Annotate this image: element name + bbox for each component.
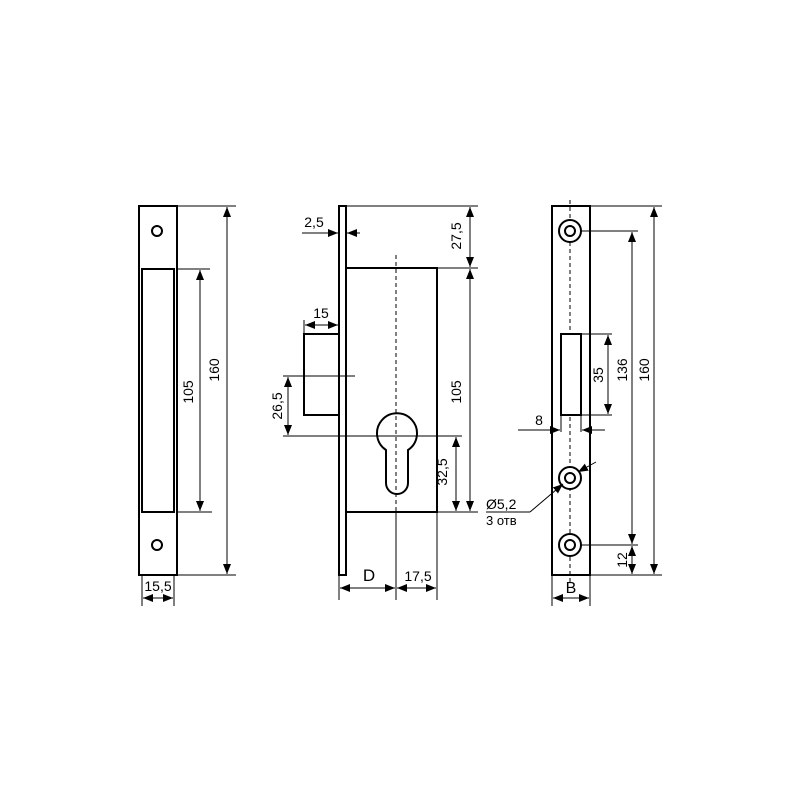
label-17-5: 17,5 — [404, 568, 431, 584]
label-160: 160 — [636, 358, 652, 382]
label-8: 8 — [535, 412, 543, 428]
label-backset-d: D — [363, 566, 375, 585]
screw-hole — [558, 533, 582, 557]
screw-hole — [558, 466, 582, 490]
cylinder-hole — [376, 412, 418, 495]
label-160: 160 — [206, 358, 222, 382]
label-35: 35 — [590, 367, 606, 383]
mounting-hole — [151, 539, 163, 551]
label-15: 15 — [313, 305, 329, 321]
label-136: 136 — [614, 358, 630, 382]
bolt-slot — [560, 333, 582, 416]
mounting-hole — [151, 225, 163, 237]
label-12: 12 — [614, 552, 630, 568]
strike-opening — [141, 268, 175, 513]
label-32-5: 32,5 — [434, 458, 450, 485]
label-105: 105 — [180, 380, 196, 404]
label-width-b: B — [566, 580, 577, 597]
label-15-5: 15,5 — [144, 578, 171, 594]
faceplate — [338, 205, 347, 576]
label-hole-diameter: Ø5,2 — [486, 496, 517, 512]
faceplate-front-view: 35 136 160 12 8 Ø5,2 3 отв B — [486, 200, 662, 606]
lock-body-view: 27,5 105 32,5 2,5 15 26,5 D 17,5 — [269, 205, 478, 600]
label-hole-count: 3 отв — [486, 513, 517, 528]
deadbolt — [303, 333, 340, 416]
label-27-5: 27,5 — [448, 222, 464, 249]
label-26-5: 26,5 — [269, 392, 285, 419]
label-105: 105 — [448, 380, 464, 404]
label-2-5: 2,5 — [304, 214, 324, 230]
screw-hole — [558, 219, 582, 243]
strike-plate-view: 105 160 15,5 — [138, 205, 236, 606]
